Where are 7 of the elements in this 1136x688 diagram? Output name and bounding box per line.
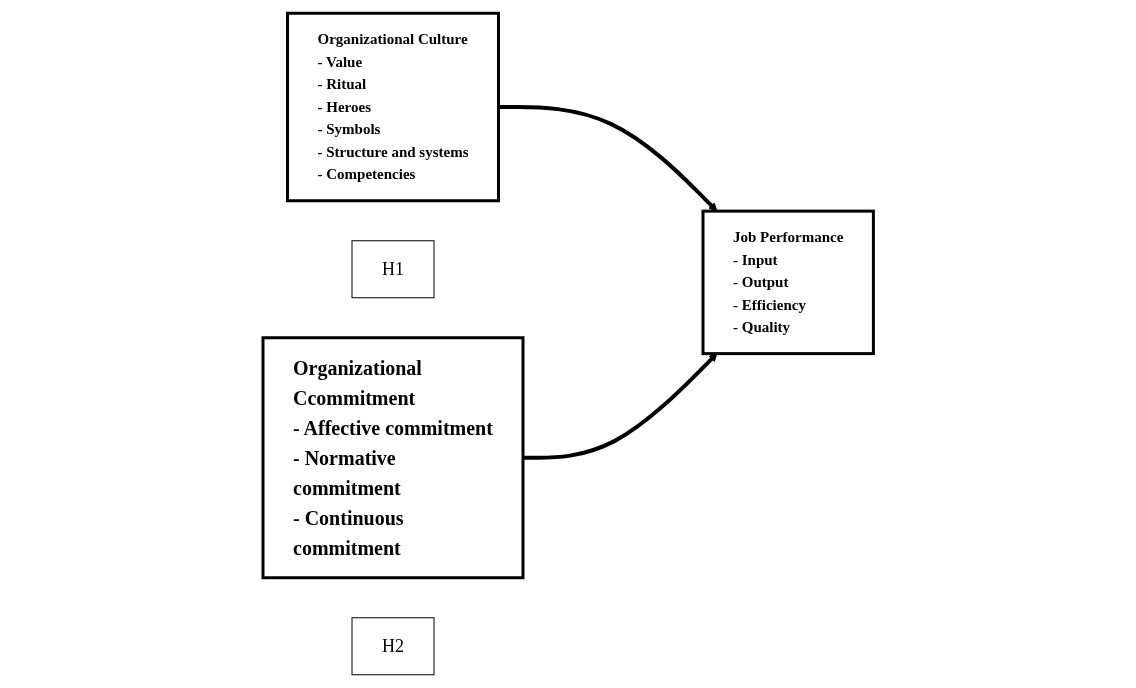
node-box: Job Performance - Input - Output - Efficiency - Quality	[701, 209, 875, 356]
node-box: H1	[351, 240, 435, 299]
node-box: H2	[351, 617, 435, 676]
node-box: Organizational Culture - Value - Ritual - Heroes - Symbols - Structure and systems - Competencies	[285, 11, 500, 203]
arrow	[498, 105, 718, 212]
node-box: Organizational Ccommitment - Affective commitment - Normative commitment - Continuous commitment	[261, 336, 525, 580]
arrow	[522, 353, 718, 460]
